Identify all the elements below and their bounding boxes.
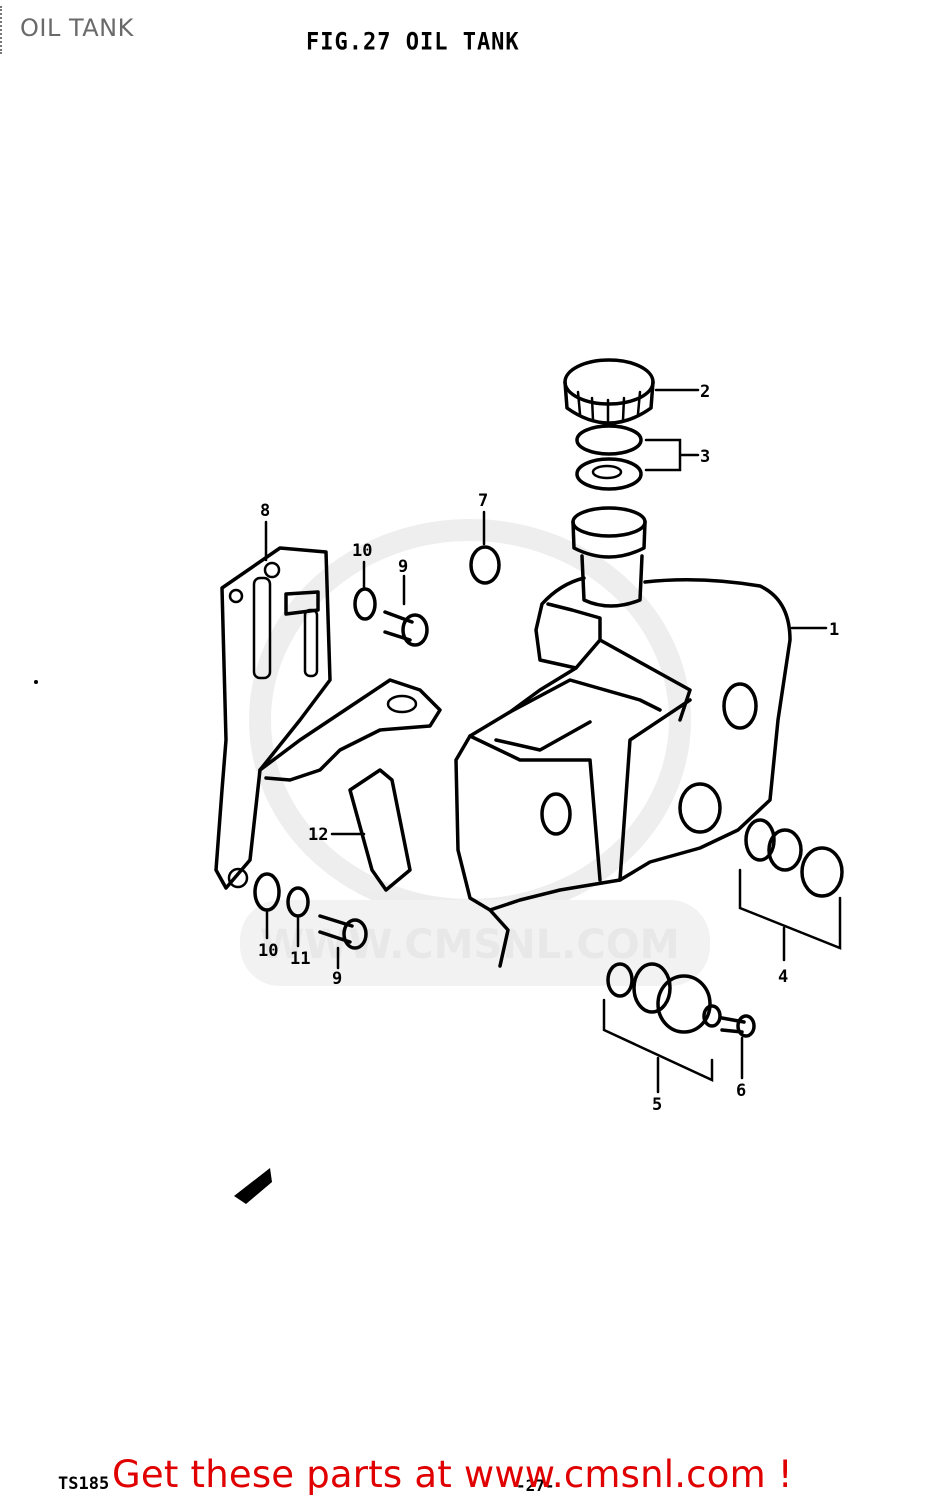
get-parts-link[interactable]: Get these parts at www.cmsnl.com ! <box>112 1453 793 1496</box>
callout-1: 1 <box>829 620 839 640</box>
filler-neck <box>571 506 647 608</box>
grommet-set <box>744 818 844 898</box>
callout-3: 3 <box>700 447 710 467</box>
page-number: -27- <box>516 1476 555 1495</box>
callout-6: 6 <box>736 1081 746 1101</box>
callout-12: 12 <box>308 825 328 845</box>
callout-9-bottom: 9 <box>332 969 342 989</box>
callout-7: 7 <box>478 491 488 511</box>
callout-8: 8 <box>260 501 270 521</box>
callout-11: 11 <box>290 949 310 969</box>
callout-labels: 2 3 1 4 5 6 7 8 9 9 10 10 11 12 <box>258 382 839 1115</box>
callout-10-top: 10 <box>352 541 372 561</box>
stray-dot <box>34 680 38 684</box>
scan-edge-mark <box>0 6 6 54</box>
callout-9-top: 9 <box>398 557 408 577</box>
callout-2: 2 <box>700 382 710 402</box>
model-code: TS185 <box>58 1474 110 1494</box>
callout-4: 4 <box>778 967 788 987</box>
oil-tank-cap <box>563 358 655 425</box>
figure-title: FIG.27 OIL TANK <box>306 28 520 57</box>
oil-tank-body <box>454 576 792 968</box>
hose-clip <box>469 545 501 585</box>
watermark-text: WWW.CMSNL.COM <box>260 922 680 968</box>
direction-mark <box>234 1168 272 1204</box>
cap-gaskets <box>575 424 643 491</box>
leader-lines <box>264 388 842 1094</box>
page-caption: OIL TANK <box>20 14 134 42</box>
fasteners <box>253 587 429 950</box>
damper-set <box>606 962 756 1038</box>
callout-10-bottom: 10 <box>258 941 278 961</box>
rubber-strap <box>348 768 412 892</box>
mounting-bracket <box>214 546 442 890</box>
callout-5: 5 <box>652 1095 662 1115</box>
